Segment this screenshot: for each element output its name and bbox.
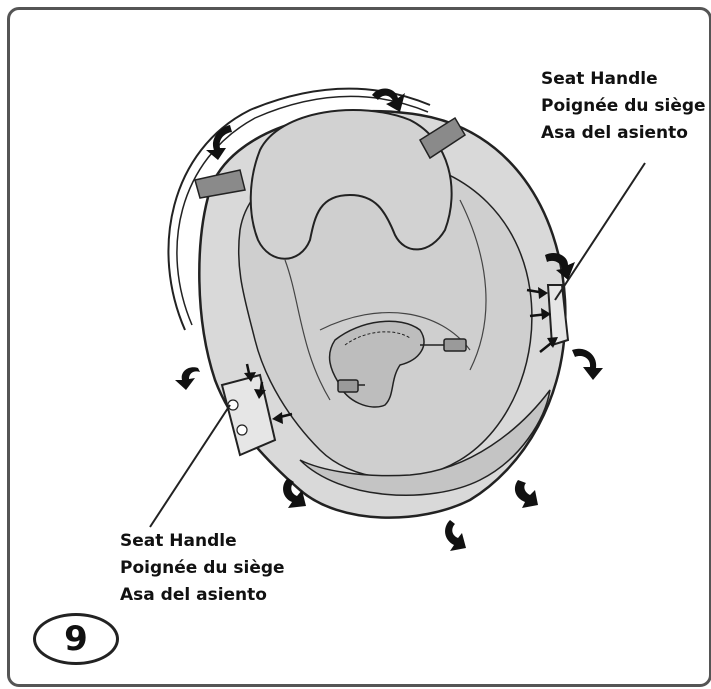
label-french: Poignée du siège xyxy=(120,555,285,582)
rotate-arrow-icon xyxy=(175,367,200,390)
label-french: Poignée du siège xyxy=(541,93,706,120)
step-number: 9 xyxy=(64,619,88,659)
leader-line-bottom xyxy=(150,405,230,527)
step-number-badge: 9 xyxy=(33,613,119,665)
label-english: Seat Handle xyxy=(541,66,706,93)
rotate-arrow-icon xyxy=(572,349,603,380)
seat-handle-label-top: Seat Handle Poignée du siège Asa del asi… xyxy=(541,66,706,147)
leader-line-top xyxy=(555,163,645,300)
seat-handle-label-bottom: Seat Handle Poignée du siège Asa del asi… xyxy=(120,528,285,609)
rotate-arrow-icon xyxy=(445,520,466,551)
label-english: Seat Handle xyxy=(120,528,285,555)
rotate-arrow-icon xyxy=(515,480,538,508)
label-spanish: Asa del asiento xyxy=(541,120,706,147)
label-spanish: Asa del asiento xyxy=(120,582,285,609)
